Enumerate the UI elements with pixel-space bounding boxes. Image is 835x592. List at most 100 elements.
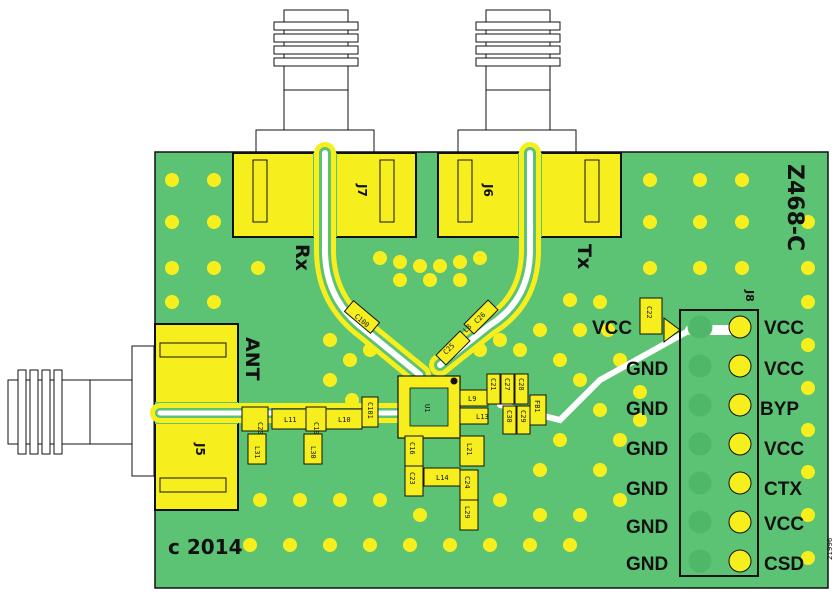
label-c30: C30 (505, 410, 513, 423)
label-c29: C29 (519, 410, 527, 423)
ground-via (553, 353, 567, 367)
ground-via (801, 215, 815, 229)
label-c21: C21 (489, 378, 497, 391)
connector-j7-ref: J7 (355, 183, 369, 197)
ground-via (563, 538, 577, 552)
ic-u1 (397, 375, 461, 439)
label-l13: L13 (476, 413, 489, 421)
ground-via (413, 508, 427, 522)
ground-via (801, 338, 815, 352)
ground-via (393, 273, 407, 287)
ground-via (613, 353, 627, 367)
figure-id: 21996 (826, 537, 834, 560)
ground-via (593, 295, 607, 309)
label-c24: C24 (463, 476, 471, 489)
pin-label-right-7: CSD (764, 554, 804, 575)
ground-via (643, 215, 657, 229)
ground-via (735, 173, 749, 187)
ground-via (207, 215, 221, 229)
ground-via (393, 255, 407, 269)
ground-via (443, 538, 457, 552)
ground-via (633, 413, 647, 427)
ground-via (323, 373, 337, 387)
ground-via (343, 353, 357, 367)
pin-label-left-5: GND (626, 479, 668, 500)
connector-tx-label: Tx (573, 244, 595, 269)
header-pad-right (728, 354, 752, 378)
ground-via (207, 295, 221, 309)
ground-via (613, 493, 627, 507)
ground-via (251, 261, 265, 275)
label-l9: L9 (468, 395, 476, 403)
ground-via (323, 538, 337, 552)
part-number-label: Z468-C (782, 164, 807, 251)
ground-via (207, 173, 221, 187)
label-c22: C22 (645, 306, 653, 319)
label-l29: L29 (463, 506, 471, 519)
ground-via (403, 538, 417, 552)
label-l21: L21 (465, 443, 473, 456)
pin-label-left-2: GND (626, 359, 668, 380)
header-pad-left (687, 470, 713, 496)
header-pad-left (687, 353, 713, 379)
label-l31: L31 (253, 446, 261, 459)
ground-via (573, 373, 587, 387)
ground-via (513, 343, 527, 357)
ground-via (693, 215, 707, 229)
ground-via (165, 261, 179, 275)
label-l14: L14 (436, 474, 449, 482)
connector-j8-ref: J8 (743, 289, 756, 302)
sma-connector-tx-body (457, 9, 577, 153)
ground-via (165, 173, 179, 187)
ground-via (693, 261, 707, 275)
header-pad-right (728, 432, 752, 456)
ground-via (533, 508, 547, 522)
ground-via (483, 538, 497, 552)
pin-label-right-6: VCC (764, 514, 804, 535)
sma-connector-ant-body (7, 345, 155, 477)
label-u1: U1 (423, 404, 431, 412)
header-pad-left (687, 509, 713, 535)
ground-via (333, 493, 347, 507)
ground-via (633, 385, 647, 399)
component-outlines (241, 297, 681, 531)
header-pad-right (728, 549, 752, 573)
label-fb1: FB1 (533, 400, 541, 413)
label-c16: C16 (408, 442, 416, 455)
ground-via (493, 333, 507, 347)
ground-via (735, 215, 749, 229)
label-c27: C27 (503, 378, 511, 391)
ground-via (433, 259, 447, 273)
connector-rx-label: Rx (291, 244, 313, 271)
label-c19: C19 (312, 422, 320, 435)
ground-via (801, 381, 815, 395)
header-pad-right (728, 393, 752, 417)
pin-label-left-4: GND (626, 439, 668, 460)
ground-via (613, 433, 627, 447)
ground-via (533, 323, 547, 337)
sma-connector-rx-body (255, 9, 375, 153)
ground-via (283, 538, 297, 552)
label-c101: C101 (366, 402, 374, 419)
pin-label-right-4: VCC (764, 439, 804, 460)
ground-via (413, 259, 427, 273)
header-pad-left (687, 314, 713, 340)
ground-via (207, 261, 221, 275)
label-l30: L30 (309, 446, 317, 459)
ground-via (453, 255, 467, 269)
header-pad-right (728, 510, 752, 534)
pin-label-left-7: GND (626, 554, 668, 575)
ground-via (473, 251, 487, 265)
ground-via (493, 493, 507, 507)
ground-via (643, 173, 657, 187)
label-c23: C23 (408, 472, 416, 485)
header-pads (687, 314, 752, 574)
ground-via (643, 261, 657, 275)
header-pad-right (728, 315, 752, 339)
label-l11: L11 (284, 416, 297, 424)
ground-via (563, 293, 577, 307)
ground-via (373, 251, 387, 265)
label-c20: C20 (256, 422, 264, 435)
